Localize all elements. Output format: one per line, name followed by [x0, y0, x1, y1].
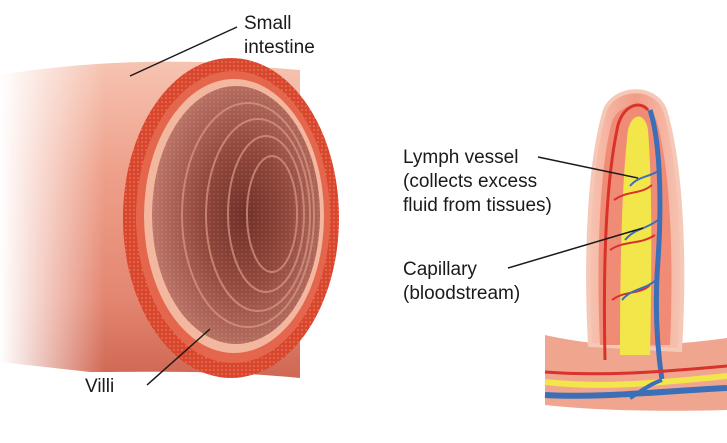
label-small-intestine-line2: intestine [244, 36, 315, 60]
tube-lumen-texture [152, 86, 320, 344]
label-small-intestine-line1: Small [244, 12, 315, 36]
label-lymph-line3: fluid from tissues) [403, 194, 552, 218]
label-small-intestine: Small intestine [244, 12, 315, 60]
villus [545, 91, 727, 411]
label-lymph-vessel: Lymph vessel (collects excess fluid from… [403, 146, 552, 218]
label-lymph-line2: (collects excess [403, 170, 552, 194]
label-villi: Villi [85, 375, 114, 399]
label-capillary-line1: Capillary [403, 258, 520, 282]
label-lymph-line1: Lymph vessel [403, 146, 552, 170]
label-capillary: Capillary (bloodstream) [403, 258, 520, 306]
label-capillary-line2: (bloodstream) [403, 282, 520, 306]
intestine-tube [0, 55, 339, 385]
